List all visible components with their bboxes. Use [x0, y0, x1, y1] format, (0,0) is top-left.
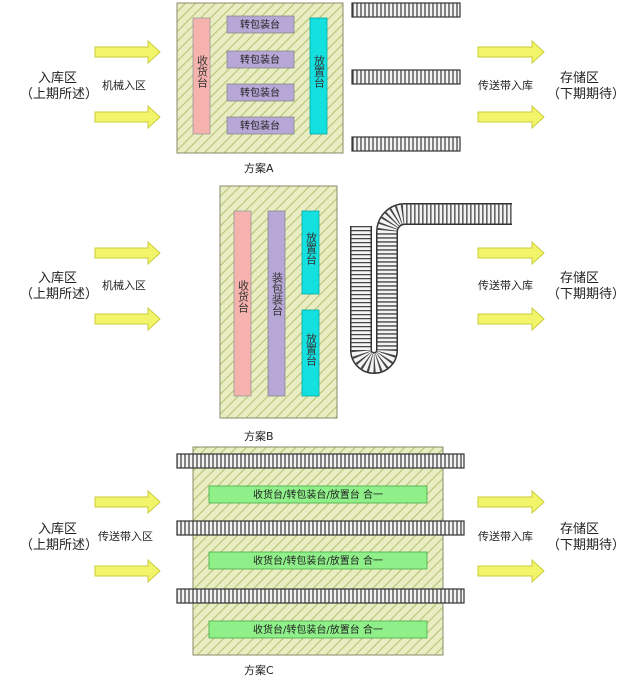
scheme-b-caption: 方案B — [244, 429, 274, 443]
scheme-c-caption: 方案C — [244, 663, 274, 677]
scheme-a-entry-arrow-lower — [94, 104, 161, 130]
scheme-b-pack-station-label: 装包装台 — [271, 272, 284, 316]
scheme-c-conveyor-2 — [176, 520, 465, 536]
scheme-a-receive-station-label: 收货台 — [196, 54, 209, 88]
scheme-a-repack-station-1-label: 转包装台 — [240, 18, 280, 31]
scheme-a-right-area-line2: （下期期待） — [547, 87, 625, 102]
scheme-b-exit-arrow-lower — [477, 306, 545, 332]
scheme-c-right-area-line2: （下期期待） — [547, 538, 625, 553]
scheme-c-exit-label: 传送带入库 — [478, 529, 533, 543]
scheme-a-conveyor-3 — [351, 136, 461, 152]
scheme-b-place-station-1-label: 放置台 — [305, 231, 318, 265]
scheme-b-entry-arrow-upper — [94, 240, 161, 266]
scheme-c-left-area-line2: （上期所述） — [20, 538, 98, 553]
scheme-a-place-station — [309, 17, 328, 135]
scheme-a-left-area-line2: （上期所述） — [20, 87, 98, 102]
scheme-b-entry-arrow-lower — [94, 306, 161, 332]
scheme-b-left-area-line2: （上期所述） — [20, 287, 98, 302]
scheme-b-curved-conveyor — [350, 203, 512, 374]
scheme-c-combined-station-3-label: 收货台/转包装台/放置台 合一 — [253, 623, 383, 636]
scheme-c-combined-station-1 — [208, 485, 428, 504]
scheme-a-entry-label: 机械入区 — [102, 78, 146, 92]
scheme-c-combined-station-1-label: 收货台/转包装台/放置台 合一 — [253, 488, 383, 501]
scheme-a-caption: 方案A — [244, 161, 274, 175]
scheme-b-left-area-line1: 入库区 — [38, 270, 77, 286]
scheme-c-conveyor-3 — [176, 588, 465, 604]
scheme-a-exit-arrow-upper — [477, 39, 545, 65]
scheme-c-exit-arrow-upper — [477, 489, 545, 515]
scheme-c-combined-station-3 — [208, 620, 428, 639]
scheme-a-left-area-line1: 入库区 — [38, 70, 77, 86]
scheme-c-combined-station-2 — [208, 551, 428, 570]
scheme-b-place-station-1 — [301, 210, 320, 295]
scheme-c-entry-arrow-lower — [94, 558, 161, 584]
scheme-a-conveyor-2 — [351, 69, 461, 85]
scheme-b-receive-station-label: 收货台 — [237, 279, 250, 313]
scheme-b-exit-label: 传送带入库 — [478, 278, 533, 292]
scheme-a-repack-station-2 — [226, 50, 295, 69]
scheme-a-place-station-label: 放置台 — [313, 54, 326, 88]
scheme-b-right-area-line2: （下期期待） — [547, 287, 625, 302]
scheme-a-repack-station-3 — [226, 83, 295, 102]
scheme-a-exit-label: 传送带入库 — [478, 78, 533, 92]
scheme-a-repack-station-4 — [226, 116, 295, 135]
scheme-a-repack-station-1 — [226, 15, 295, 34]
scheme-c-entry-arrow-upper — [94, 489, 161, 515]
scheme-c-right-area-line1: 存储区 — [560, 522, 599, 537]
scheme-a-conveyor-1 — [351, 2, 461, 18]
scheme-b-pack-station — [267, 210, 286, 397]
scheme-a-receive-station — [192, 17, 211, 135]
scheme-c-combined-station-2-label: 收货台/转包装台/放置台 合一 — [253, 554, 383, 567]
scheme-b-entry-label: 机械入区 — [102, 278, 146, 292]
scheme-b-exit-arrow-upper — [477, 240, 545, 266]
scheme-a-exit-arrow-lower — [477, 104, 545, 130]
scheme-a-repack-station-2-label: 转包装台 — [240, 53, 280, 66]
scheme-a-repack-station-4-label: 转包装台 — [240, 119, 280, 132]
scheme-a-right-area-line1: 存储区 — [560, 71, 599, 86]
scheme-b: 入库区 （上期所述） 机械入区 收货台 装包装台 放置台 放置台 传送带入库 — [20, 185, 625, 443]
scheme-b-place-station-2-label: 放置台 — [305, 332, 318, 366]
scheme-c-zone — [192, 446, 444, 656]
scheme-a-entry-arrow-upper — [94, 39, 161, 65]
scheme-c-left-area-line1: 入库区 — [38, 521, 77, 537]
scheme-c-exit-arrow-lower — [477, 558, 545, 584]
scheme-c: 入库区 （上期所述） 传送带入区 收货台/转包装台/放置台 合一 收货台/转包装… — [20, 446, 625, 677]
scheme-a: 入库区 （上期所述） 机械入区 收货台 转包装台 转包装台 转包装台 转包装台 … — [20, 2, 625, 175]
scheme-b-place-station-2 — [301, 309, 320, 397]
scheme-b-receive-station — [233, 210, 252, 397]
scheme-b-right-area-line1: 存储区 — [560, 271, 599, 286]
scheme-c-entry-label: 传送带入区 — [98, 529, 153, 543]
scheme-c-conveyor-1 — [176, 453, 465, 469]
scheme-a-repack-station-3-label: 转包装台 — [240, 86, 280, 99]
